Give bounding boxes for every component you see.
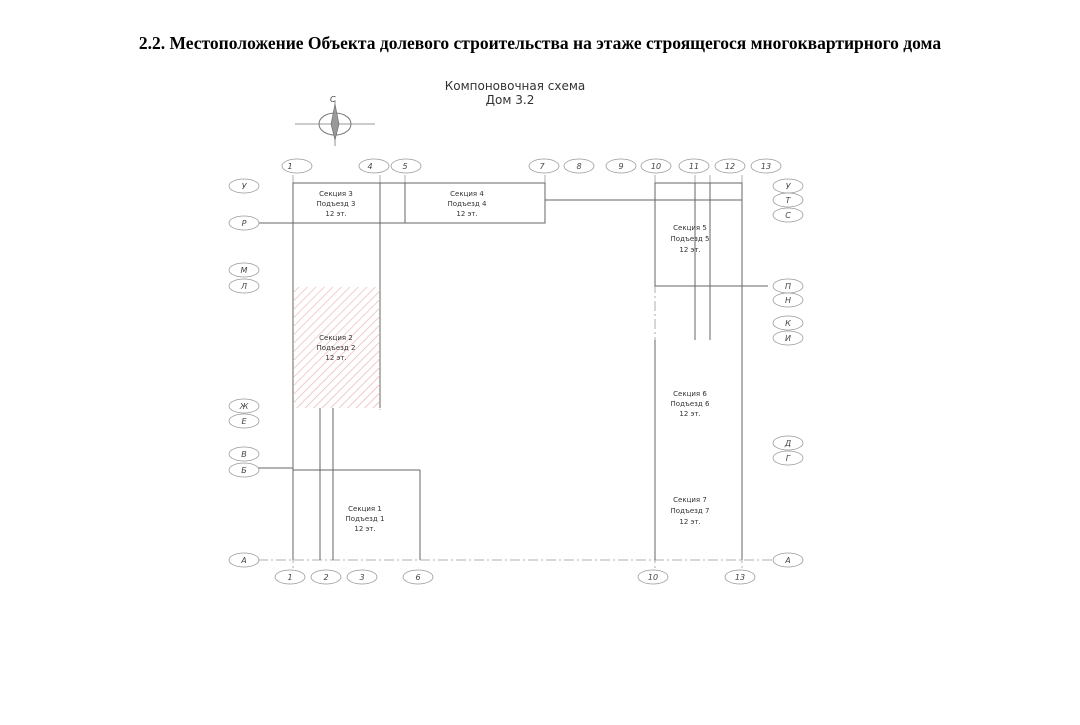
row-left-e: Е xyxy=(241,417,247,426)
axis-top-4: 4 xyxy=(367,162,372,171)
section-7-name: Секция 7 xyxy=(673,496,707,504)
compass-north-label: С xyxy=(330,95,336,104)
row-left-m: М xyxy=(241,266,248,275)
section-2-entrance: Подъезд 2 xyxy=(317,344,356,352)
section-4-floors: 12 эт. xyxy=(456,210,477,218)
row-left-zh: Ж xyxy=(239,402,249,411)
axis-top-1: 1 xyxy=(287,162,292,171)
row-left-v: В xyxy=(241,450,247,459)
axis-top-8: 8 xyxy=(576,162,581,171)
section-5-entrance: Подъезд 5 xyxy=(671,235,710,243)
section-6-name: Секция 6 xyxy=(673,390,707,398)
row-right-k: К xyxy=(785,319,791,328)
row-right-t: Т xyxy=(786,196,792,205)
axis-top-13: 13 xyxy=(761,162,771,171)
section-3-name: Секция 3 xyxy=(319,190,353,198)
axis-bottom-1: 1 xyxy=(287,573,292,582)
axis-top-5: 5 xyxy=(402,162,407,171)
axis-bottom-2: 2 xyxy=(323,573,328,582)
axis-markers-top xyxy=(281,158,782,174)
axis-top-7: 7 xyxy=(539,162,545,171)
section-5-name: Секция 5 xyxy=(673,224,707,232)
compass-icon: С xyxy=(295,95,375,146)
row-left-r: Р xyxy=(242,219,247,228)
axis-top-11: 11 xyxy=(689,162,699,171)
section-1-floors: 12 эт. xyxy=(354,525,375,533)
section-3-floors: 12 эт. xyxy=(325,210,346,218)
axis-markers-bottom xyxy=(274,569,756,585)
row-right-p: П xyxy=(785,282,791,291)
axis-top-9: 9 xyxy=(618,162,623,171)
row-right-d: Д xyxy=(784,439,791,448)
diagram-subtitle: Дом 3.2 xyxy=(486,93,535,107)
row-markers-right xyxy=(772,178,804,568)
section-6-entrance: Подъезд 6 xyxy=(671,400,710,408)
section-1-name: Секция 1 xyxy=(348,505,382,513)
row-left-b: Б xyxy=(241,466,247,475)
section-2-name: Секция 2 xyxy=(319,334,353,342)
section-3-entrance: Подъезд 3 xyxy=(317,200,356,208)
section-2-hatch xyxy=(293,287,380,408)
section-7-entrance: Подъезд 7 xyxy=(671,507,710,515)
row-markers-left xyxy=(228,178,260,568)
section-1-entrance: Подъезд 1 xyxy=(346,515,385,523)
row-right-s: С xyxy=(785,211,791,220)
diagram-title: Компоновочная схема xyxy=(445,79,586,93)
row-right-i: И xyxy=(785,334,791,343)
axis-top-12: 12 xyxy=(725,162,735,171)
page-title: 2.2. Местоположение Объекта долевого стр… xyxy=(138,33,942,53)
row-right-a: А xyxy=(784,556,790,565)
section-4-entrance: Подъезд 4 xyxy=(448,200,487,208)
row-right-u: У xyxy=(786,182,792,191)
row-left-u: У xyxy=(242,182,248,191)
axis-bottom-13: 13 xyxy=(735,573,745,582)
axis-bottom-3: 3 xyxy=(359,573,364,582)
row-right-n: Н xyxy=(785,296,791,305)
axis-bottom-10: 10 xyxy=(648,573,658,582)
row-right-g: Г xyxy=(786,454,791,463)
section-5-floors: 12 эт. xyxy=(679,246,700,254)
row-left-l: Л xyxy=(240,282,247,291)
axis-bottom-6: 6 xyxy=(415,573,420,582)
axis-top-10: 10 xyxy=(651,162,661,171)
section-2-floors: 12 эт. xyxy=(325,354,346,362)
section-6-floors: 12 эт. xyxy=(679,410,700,418)
row-left-a: А xyxy=(240,556,246,565)
section-4-name: Секция 4 xyxy=(450,190,484,198)
section-7-floors: 12 эт. xyxy=(679,518,700,526)
